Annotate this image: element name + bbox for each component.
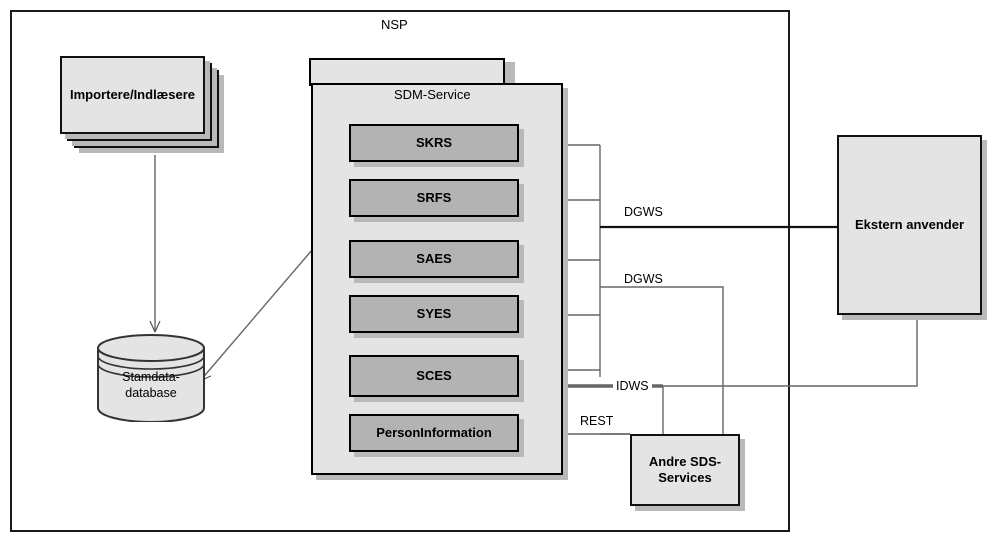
edge-bus-dgws-andre	[600, 286, 724, 434]
sdm-service-label: SDM-Service	[394, 87, 471, 102]
stamdata-database[interactable]: Stamdata- database	[96, 334, 206, 423]
service-label: SAES	[416, 251, 452, 267]
sdm-back-shadow	[505, 62, 515, 84]
service-box-sces[interactable]: SCES	[349, 355, 519, 397]
importers-card-front[interactable]: Importere/Indlæsere	[60, 56, 205, 134]
andre-sds-label: Andre SDS- Services	[648, 454, 722, 485]
ekstern-anvender-box[interactable]: Ekstern anvender	[837, 135, 982, 315]
nsp-boundary	[10, 10, 790, 532]
importers-label: Importere/Indlæsere	[70, 87, 195, 103]
edge-sdm-to-database	[199, 249, 313, 382]
database-label: Stamdata- database	[122, 370, 180, 400]
edge-label-dgws-ekstern: DGWS	[621, 205, 666, 219]
edge-label-idws: IDWS	[613, 379, 652, 393]
service-label: SCES	[416, 368, 452, 384]
service-label: SKRS	[415, 135, 453, 151]
service-box-saes[interactable]: SAES	[349, 240, 519, 278]
edge-label-dgws-andre: DGWS	[621, 272, 666, 286]
service-label: SRFS	[416, 190, 452, 206]
ekstern-anvender-label: Ekstern anvender	[854, 217, 965, 233]
service-box-syes[interactable]: SYES	[349, 295, 519, 333]
service-box-skrs[interactable]: SKRS	[349, 124, 519, 162]
sdm-back-card	[309, 58, 505, 86]
edge-bus-dgws-ekstern	[525, 139, 837, 377]
andre-sds-box[interactable]: Andre SDS- Services	[630, 434, 740, 506]
service-box-personinformation[interactable]: PersonInformation	[349, 414, 519, 452]
service-label: SYES	[416, 306, 452, 322]
edge-label-rest: REST	[577, 414, 617, 428]
service-label: PersonInformation	[376, 425, 492, 441]
database-cylinder-icon	[97, 334, 205, 423]
service-box-srfs[interactable]: SRFS	[349, 179, 519, 217]
nsp-label: NSP	[381, 17, 408, 32]
